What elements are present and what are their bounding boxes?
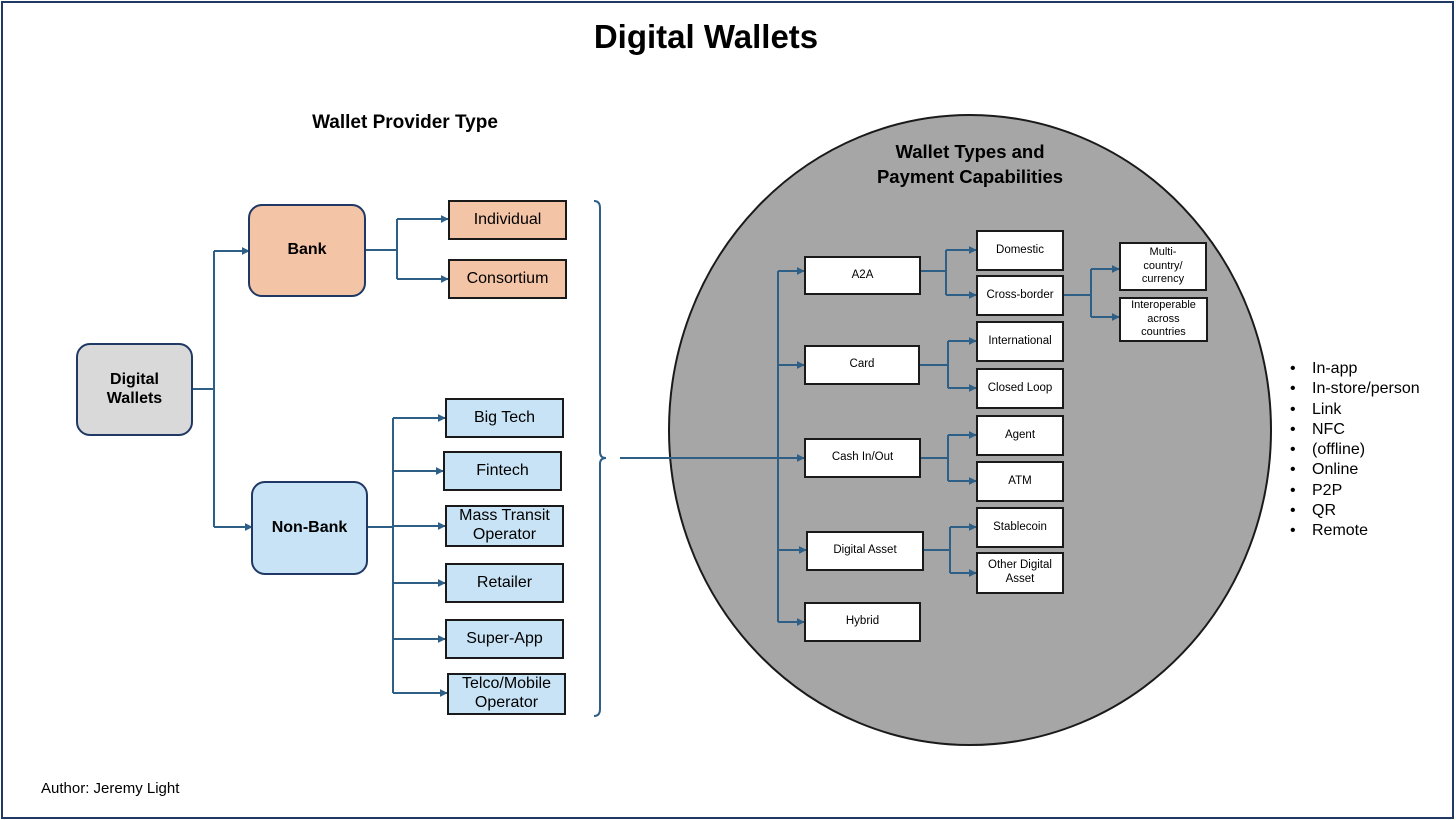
bullet-icon: •: [1290, 502, 1296, 520]
node-agent[interactable]: Agent: [976, 415, 1064, 456]
right-heading: Wallet Types and Payment Capabilities: [830, 139, 1110, 189]
payment-channel-label: (offline): [1312, 441, 1366, 459]
payment-channel-item: • P2P: [1290, 481, 1420, 501]
node-interoperable-across-countries[interactable]: Interoperable across countries: [1119, 297, 1208, 342]
node-international[interactable]: International: [976, 321, 1064, 362]
node-consortium[interactable]: Consortium: [448, 259, 567, 299]
payment-channel-label: Online: [1312, 461, 1359, 479]
node-retailer[interactable]: Retailer: [445, 563, 564, 603]
payment-channel-label: Link: [1312, 400, 1342, 418]
payment-channel-label: QR: [1312, 502, 1336, 520]
node-domestic[interactable]: Domestic: [976, 230, 1064, 271]
payment-channel-item: • NFC: [1290, 420, 1420, 440]
node-digital-wallets[interactable]: Digital Wallets: [76, 343, 193, 436]
node-big-tech[interactable]: Big Tech: [445, 398, 564, 438]
bullet-icon: •: [1290, 441, 1296, 459]
payment-channel-item: • In-store/person: [1290, 379, 1420, 399]
node-mass-transit-operator[interactable]: Mass Transit Operator: [445, 505, 564, 547]
node-individual[interactable]: Individual: [448, 200, 567, 240]
provider-bracket: [593, 200, 607, 717]
node-super-app[interactable]: Super-App: [445, 619, 564, 659]
payment-channel-label: In-store/person: [1312, 380, 1420, 398]
left-heading: Wallet Provider Type: [312, 112, 498, 133]
payment-channel-label: P2P: [1312, 481, 1343, 499]
bullet-icon: •: [1290, 420, 1296, 438]
node-cross-border[interactable]: Cross-border: [976, 275, 1064, 316]
author-credit: Author: Jeremy Light: [41, 780, 180, 797]
payment-channel-label: In-app: [1312, 360, 1358, 377]
node-digital-asset[interactable]: Digital Asset: [806, 531, 924, 571]
node-hybrid[interactable]: Hybrid: [804, 602, 921, 642]
node-telco-mobile-operator[interactable]: Telco/Mobile Operator: [447, 673, 566, 715]
wallet-types-circle: [668, 114, 1272, 746]
node-multi-country-currency[interactable]: Multi- country/ currency: [1119, 242, 1207, 291]
payment-channel-item: • (offline): [1290, 440, 1420, 460]
node-stablecoin[interactable]: Stablecoin: [976, 507, 1064, 548]
node-card[interactable]: Card: [804, 345, 920, 385]
payment-channel-item: • Online: [1290, 460, 1420, 480]
right-heading-line-2: Payment Capabilities: [876, 166, 1064, 187]
payment-channel-label: Remote: [1312, 522, 1369, 540]
payment-channel-item: • In-app: [1290, 359, 1420, 379]
bullet-icon: •: [1290, 522, 1296, 540]
right-heading-line-1: Wallet Types and: [895, 141, 1045, 162]
payment-channel-item: • Link: [1290, 400, 1420, 420]
payment-channel-item: • Remote: [1290, 521, 1420, 541]
payment-channel-item: • QR: [1290, 501, 1420, 521]
node-a2a[interactable]: A2A: [804, 256, 921, 295]
bullet-icon: •: [1290, 481, 1296, 499]
node-fintech[interactable]: Fintech: [443, 451, 562, 491]
node-cash-in-out[interactable]: Cash In/Out: [804, 438, 921, 478]
payment-channel-label: NFC: [1312, 420, 1345, 438]
node-closed-loop[interactable]: Closed Loop: [976, 368, 1064, 409]
bullet-icon: •: [1290, 400, 1296, 418]
payment-channel-list: • In-app • In-store/person • Link • NFC • (offlin…: [1290, 359, 1420, 542]
bullet-icon: •: [1290, 380, 1296, 398]
node-other-digital-asset[interactable]: Other Digital Asset: [976, 552, 1064, 594]
node-non-bank[interactable]: Non-Bank: [251, 481, 368, 575]
node-bank[interactable]: Bank: [248, 204, 366, 297]
bullet-icon: •: [1290, 360, 1296, 377]
node-atm[interactable]: ATM: [976, 461, 1064, 502]
bullet-icon: •: [1290, 461, 1296, 479]
page-title: Digital Wallets: [593, 18, 819, 55]
